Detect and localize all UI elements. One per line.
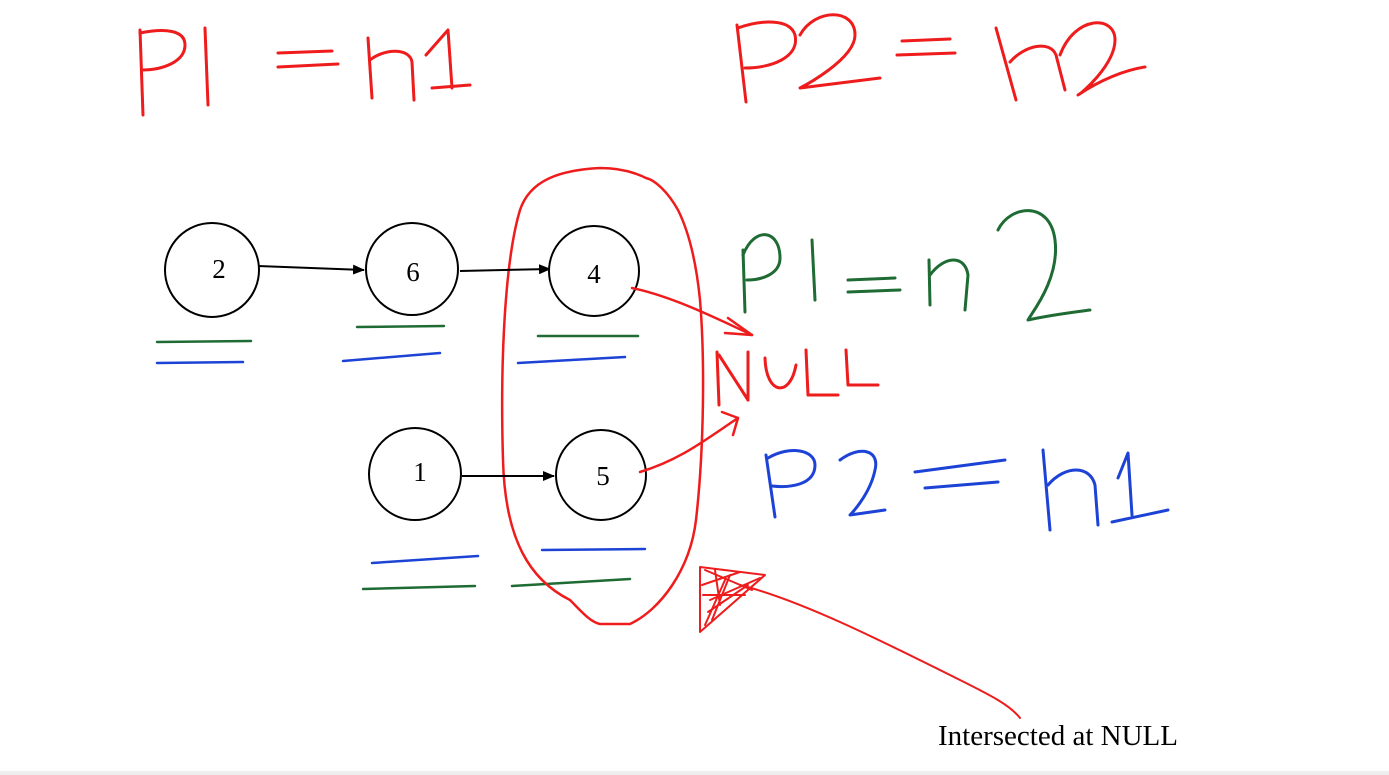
list-node-1: 1 [368, 427, 462, 521]
node-label: 2 [212, 254, 226, 284]
underline-blue-node-5 [540, 547, 647, 552]
caption-intersected-at-null: Intersected at NULL [938, 720, 1178, 752]
handwritten-null [715, 348, 880, 407]
underline-green-node-5 [510, 577, 632, 588]
handwritten-p1-equals-h1 [138, 26, 472, 117]
node-label: 4 [587, 259, 601, 289]
underline-green-node-2 [155, 339, 253, 344]
arrow-node-5-to-null [638, 416, 740, 474]
arrows-to-null [630, 286, 754, 474]
list-node-6: 6 [365, 222, 459, 316]
shared-tail-highlight-loop [500, 166, 705, 626]
handwritten-p1-equals-h2 [741, 209, 1092, 322]
bottom-divider [0, 771, 1389, 775]
underline-blue-node-6 [341, 351, 442, 363]
edge-6-to-4 [459, 264, 551, 275]
list-edges [257, 264, 555, 481]
underline-blue-node-4 [516, 355, 627, 365]
pointer-traversal-underlines [155, 324, 647, 591]
list-node-4: 4 [548, 225, 640, 317]
handwritten-p2-equals-h1 [764, 448, 1170, 532]
null-scribble-pointer [699, 566, 1021, 719]
node-label: 5 [596, 461, 610, 491]
node-label: 6 [406, 257, 420, 287]
underline-blue-node-1 [370, 554, 480, 565]
list-node-5: 5 [555, 429, 647, 521]
underline-green-node-1 [361, 584, 477, 591]
arrow-node-4-to-null [630, 286, 754, 337]
edge-2-to-6 [257, 264, 365, 275]
underline-blue-node-2 [155, 360, 245, 365]
node-label: 1 [413, 457, 427, 487]
list-node-2: 2 [164, 222, 260, 318]
underline-green-node-6 [355, 324, 446, 329]
handwritten-p2-equals-h2 [735, 13, 1147, 104]
